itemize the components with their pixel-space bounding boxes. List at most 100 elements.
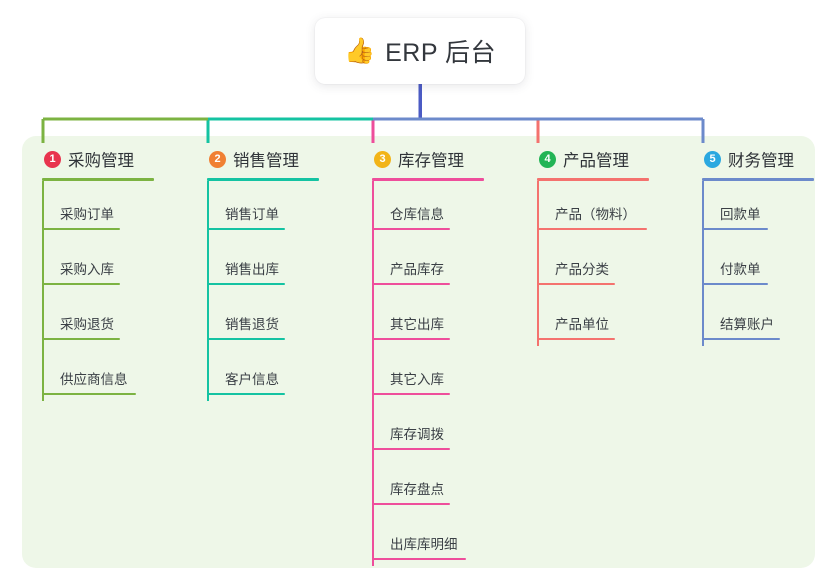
branch-spine	[207, 181, 209, 401]
branch-title: 库存管理	[398, 152, 464, 170]
leaf-node[interactable]: 客户信息	[199, 346, 349, 401]
branch-number-badge: 2	[209, 150, 226, 168]
branch-spine	[702, 181, 704, 346]
leaf-label: 产品单位	[555, 317, 609, 332]
leaf-rule	[702, 283, 768, 285]
leaf-rule	[702, 338, 780, 340]
branch-header-5[interactable]: 5 财务管理	[694, 146, 839, 172]
leaf-label: 其它出库	[390, 317, 444, 332]
leaf-node[interactable]: 其它入库	[364, 346, 514, 401]
branch-header-4[interactable]: 4 产品管理	[529, 146, 679, 172]
leaf-label: 其它入库	[390, 372, 444, 387]
leaf-node[interactable]: 采购入库	[34, 236, 184, 291]
leaf-node[interactable]: 结算账户	[694, 291, 839, 346]
branch-header-rule	[42, 178, 154, 181]
leaf-node[interactable]: 库存盘点	[364, 456, 514, 511]
branch-spine	[372, 181, 374, 566]
leaf-rule	[372, 558, 466, 560]
leaf-label: 付款单	[720, 262, 761, 277]
leaf-rule	[42, 228, 120, 230]
diagram-background-panel	[22, 136, 815, 568]
leaf-label: 出库库明细	[390, 537, 458, 552]
branch-header-rule	[372, 178, 484, 181]
leaf-rule	[42, 283, 120, 285]
leaf-label: 产品分类	[555, 262, 609, 277]
branch-leaf-list: 采购订单采购入库采购退货供应商信息	[34, 181, 184, 401]
leaf-label: 产品库存	[390, 262, 444, 277]
leaf-rule	[207, 393, 285, 395]
leaf-rule	[372, 338, 450, 340]
branch-leaf-list: 销售订单销售出库销售退货客户信息	[199, 181, 349, 401]
branch-title: 销售管理	[233, 152, 299, 170]
branch-title: 产品管理	[563, 152, 629, 170]
leaf-label: 库存调拨	[390, 427, 444, 442]
leaf-rule	[42, 393, 136, 395]
leaf-node[interactable]: 仓库信息	[364, 181, 514, 236]
leaf-label: 采购退货	[60, 317, 114, 332]
leaf-label: 采购订单	[60, 207, 114, 222]
leaf-label: 客户信息	[225, 372, 279, 387]
leaf-node[interactable]: 销售退货	[199, 291, 349, 346]
leaf-rule	[372, 393, 450, 395]
leaf-label: 产品（物料）	[555, 207, 636, 222]
branch-header-3[interactable]: 3 库存管理	[364, 146, 514, 172]
leaf-node[interactable]: 产品单位	[529, 291, 679, 346]
leaf-label: 供应商信息	[60, 372, 128, 387]
leaf-label: 采购入库	[60, 262, 114, 277]
leaf-rule	[372, 228, 450, 230]
branch-spine	[537, 181, 539, 346]
leaf-rule	[537, 228, 647, 230]
branch-header-1[interactable]: 1 采购管理	[34, 146, 184, 172]
leaf-rule	[42, 338, 120, 340]
leaf-rule	[207, 338, 285, 340]
branch-column-4: 4 产品管理产品（物料） 产品分类产品单位	[529, 146, 679, 346]
leaf-node[interactable]: 库存调拨	[364, 401, 514, 456]
branch-column-2: 2 销售管理销售订单销售出库销售退货客户信息	[199, 146, 349, 401]
branch-header-rule	[702, 178, 814, 181]
leaf-rule	[372, 283, 450, 285]
branch-title: 采购管理	[68, 152, 134, 170]
leaf-node[interactable]: 回款单	[694, 181, 839, 236]
leaf-label: 销售订单	[225, 207, 279, 222]
branch-column-5: 5 财务管理回款单付款单结算账户	[694, 146, 839, 346]
leaf-node[interactable]: 供应商信息	[34, 346, 184, 401]
leaf-node[interactable]: 产品（物料）	[529, 181, 679, 236]
leaf-label: 销售退货	[225, 317, 279, 332]
leaf-label: 库存盘点	[390, 482, 444, 497]
leaf-node[interactable]: 产品分类	[529, 236, 679, 291]
leaf-label: 销售出库	[225, 262, 279, 277]
branch-header-2[interactable]: 2 销售管理	[199, 146, 349, 172]
branch-header-rule	[537, 178, 649, 181]
leaf-label: 结算账户	[720, 317, 774, 332]
leaf-node[interactable]: 销售出库	[199, 236, 349, 291]
leaf-node[interactable]: 产品库存	[364, 236, 514, 291]
branch-number-badge: 1	[44, 150, 61, 168]
leaf-rule	[702, 228, 768, 230]
leaf-node[interactable]: 销售订单	[199, 181, 349, 236]
branch-number-badge: 4	[539, 150, 556, 168]
root-title: ERP 后台	[385, 39, 497, 67]
leaf-node[interactable]: 付款单	[694, 236, 839, 291]
leaf-rule	[207, 228, 285, 230]
leaf-node[interactable]: 采购退货	[34, 291, 184, 346]
leaf-rule	[372, 448, 450, 450]
branch-number-badge: 5	[704, 150, 721, 168]
branch-leaf-list: 产品（物料） 产品分类产品单位	[529, 181, 679, 346]
branch-header-rule	[207, 178, 319, 181]
leaf-rule	[207, 283, 285, 285]
branch-column-3: 3 库存管理仓库信息产品库存其它出库其它入库库存调拨库存盘点出库库明细	[364, 146, 514, 566]
leaf-label: 回款单	[720, 207, 761, 222]
leaf-node[interactable]: 出库库明细	[364, 511, 514, 566]
branch-number-badge: 3	[374, 150, 391, 168]
leaf-rule	[372, 503, 450, 505]
root-node[interactable]: 👍 ERP 后台	[315, 18, 525, 84]
branch-leaf-list: 回款单付款单结算账户	[694, 181, 839, 346]
thumbs-up-icon: 👍	[343, 36, 376, 65]
leaf-node[interactable]: 其它出库	[364, 291, 514, 346]
branch-column-1: 1 采购管理采购订单采购入库采购退货供应商信息	[34, 146, 184, 401]
leaf-node[interactable]: 采购订单	[34, 181, 184, 236]
leaf-rule	[537, 283, 615, 285]
branch-title: 财务管理	[728, 152, 794, 170]
leaf-rule	[537, 338, 615, 340]
